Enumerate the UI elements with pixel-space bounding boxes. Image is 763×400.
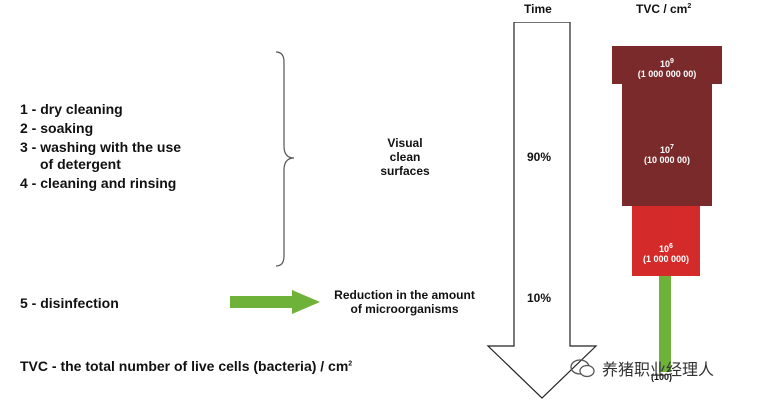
step-3-cont: of detergent (40, 156, 121, 172)
bar-100 (659, 276, 671, 372)
percent-10: 10% (527, 291, 552, 305)
wechat-icon (570, 359, 595, 378)
bar-10-7-label: 107 (10 000 00) (643, 144, 691, 165)
tvc-note: TVC - the total number of live cells (ba… (20, 358, 353, 374)
bar-10-9-label: 109 (1 000 000 00) (637, 58, 697, 79)
watermark: 养猪职业经理人 (570, 356, 714, 380)
step-4: 4 - cleaning and rinsing (20, 175, 177, 191)
bar-10-6 (632, 206, 700, 276)
step-3: 3 - washing with the use (20, 139, 182, 155)
bar-10-7 (622, 84, 712, 206)
bar-10-9 (612, 46, 722, 84)
visual-clean-text: Visual clean surfaces (380, 136, 430, 178)
time-arrow-icon (486, 22, 598, 399)
watermark-text: 养猪职业经理人 (602, 362, 715, 379)
green-arrow-icon (230, 290, 320, 314)
step-2: 2 - soaking (20, 120, 94, 136)
step-1: 1 - dry cleaning (20, 101, 123, 117)
bar-10-6-label: 106 (1 000 000) (642, 243, 690, 264)
curly-brace (275, 51, 295, 267)
bar-100-label: (100) (651, 372, 673, 382)
percent-90: 90% (527, 150, 552, 164)
tvc-label: TVC / cm2 (636, 2, 692, 16)
time-label: Time (524, 2, 552, 16)
step-5: 5 - disinfection (20, 295, 119, 311)
reduction-text: Reduction in the amount of microorganism… (334, 288, 475, 316)
